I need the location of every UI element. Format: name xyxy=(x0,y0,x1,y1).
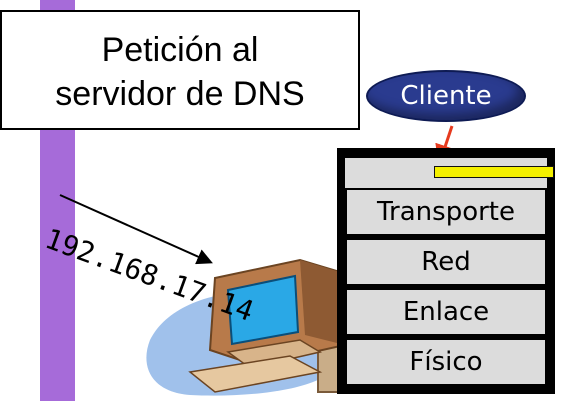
callout-line-1: Petición al xyxy=(101,31,259,69)
protocol-stack: Transporte Red Enlace Físico xyxy=(337,148,555,394)
dns-request-callout: Petición al servidor de DNS xyxy=(0,10,360,130)
client-bubble: Cliente xyxy=(366,70,526,122)
request-arrow xyxy=(59,194,213,265)
layer-transporte: Transporte xyxy=(345,188,547,236)
client-process-marker xyxy=(434,166,554,178)
layer-enlace: Enlace xyxy=(345,288,547,336)
callout-line-2: servidor de DNS xyxy=(55,75,305,113)
layer-red: Red xyxy=(345,238,547,286)
layer-fisico: Físico xyxy=(345,338,547,386)
